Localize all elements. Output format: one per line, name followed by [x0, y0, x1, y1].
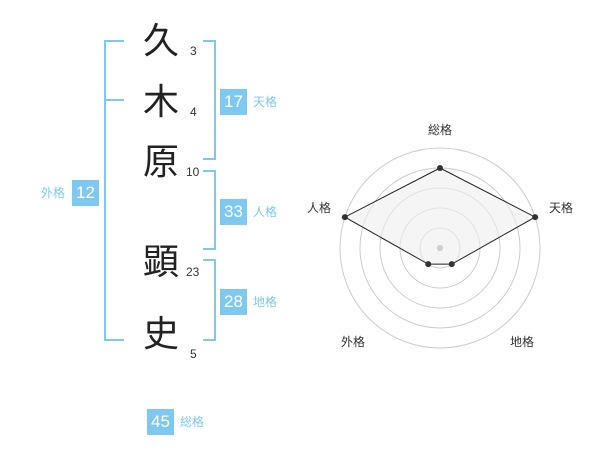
soukaku-value: 45	[147, 409, 174, 435]
stroke-count-2: 4	[190, 105, 197, 119]
name-char-5: 史	[142, 314, 179, 355]
stroke-count-4: 23	[186, 265, 200, 279]
name-char-3: 原	[142, 142, 179, 183]
radar-point-4	[425, 261, 432, 268]
radar-point-2	[532, 214, 539, 221]
radar-label-tenkaku: 天格	[549, 201, 574, 215]
stroke-count-1: 3	[190, 44, 197, 58]
soukaku-label: 総格	[180, 415, 205, 429]
chikaku-bracket	[203, 259, 216, 341]
name-char-4: 顕	[142, 242, 179, 283]
chikaku-value: 28	[220, 289, 247, 315]
stroke-count-5: 5	[190, 347, 197, 361]
radar-point-3	[448, 261, 455, 268]
jinkaku-bracket	[203, 170, 216, 250]
radar-point-5	[341, 214, 348, 221]
stroke-count-3: 10	[186, 165, 200, 179]
chikaku-label: 地格	[253, 295, 278, 309]
radar-center-dot	[437, 245, 443, 251]
gaikaku-value: 12	[72, 180, 99, 206]
name-char-2: 木	[142, 82, 179, 123]
radar-label-chikaku: 地格	[510, 335, 535, 349]
radar-polygon	[343, 167, 537, 265]
radar-ring	[339, 147, 541, 349]
name-char-1: 久	[142, 21, 179, 62]
jinkaku-value: 33	[220, 199, 247, 225]
tenkaku-value: 17	[220, 89, 247, 115]
tenkaku-bracket	[203, 40, 216, 160]
gaikaku-label: 外格	[41, 186, 66, 200]
gaikaku-bracket	[104, 40, 124, 341]
jinkaku-label: 人格	[253, 205, 278, 219]
radar-label-gaikaku: 外格	[341, 335, 366, 349]
radar-label-soukaku: 総格	[428, 123, 453, 137]
tenkaku-label: 天格	[253, 95, 278, 109]
radar-point-1	[437, 165, 443, 171]
gaikaku-bracket-tick	[104, 99, 124, 101]
radar-label-jinkaku: 人格	[307, 201, 332, 215]
